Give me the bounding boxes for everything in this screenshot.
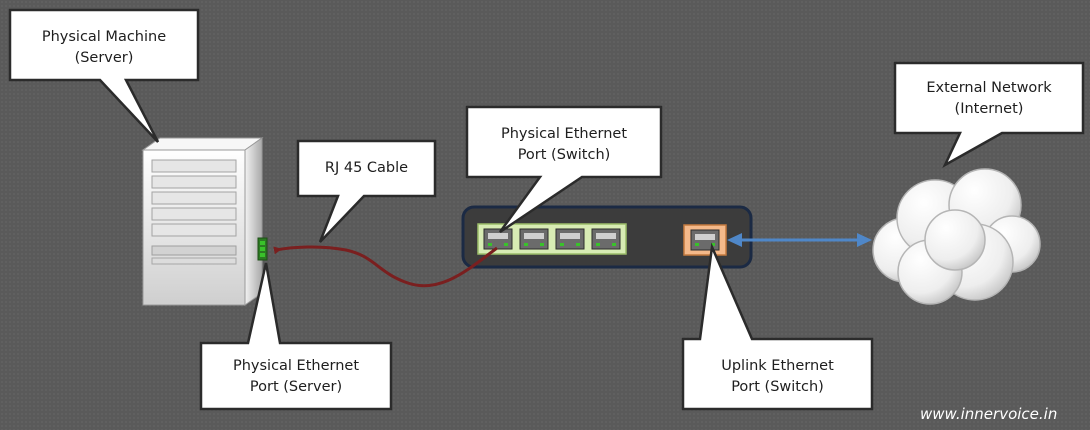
callout-server-port (199, 262, 393, 411)
server-ethernet-port[interactable] (257, 237, 268, 261)
label-uplink-port: Uplink Ethernet Port (Switch) (683, 356, 872, 398)
label-switch-ports-line2: Port (Switch) (517, 147, 611, 163)
rj45-cable-line (273, 245, 498, 288)
label-switch-ports-line1: Physical Ethernet (500, 126, 628, 142)
callout-external-network (893, 61, 1085, 168)
watermark-text: www.innervoice.in (920, 405, 1058, 423)
callout-switch-ports (465, 105, 663, 234)
internet-cloud-icon (872, 168, 1041, 305)
label-rj45-cable: RJ 45 Cable (298, 158, 435, 179)
callout-server-machine (8, 8, 200, 143)
switch-uplink-port[interactable] (683, 224, 727, 256)
label-external-network-line1: External Network (926, 80, 1052, 96)
server-drive-bays (151, 159, 237, 237)
label-uplink-port-line2: Port (Switch) (731, 379, 824, 395)
label-server-port-line1: Physical Ethernet (232, 358, 360, 374)
label-external-network: External Network (Internet) (895, 78, 1083, 120)
callout-rj45-cable (296, 139, 437, 243)
server-vent (151, 245, 237, 256)
label-switch-ports: Physical Ethernet Port (Switch) (467, 124, 661, 166)
server-icon (141, 137, 268, 306)
label-server-port: Physical Ethernet Port (Server) (201, 356, 391, 398)
label-physical-machine-line2: (Server) (74, 50, 134, 66)
uplink-connection-arrow (727, 233, 872, 247)
label-rj45-cable-line1: RJ 45 Cable (324, 160, 409, 176)
label-server-port-line2: Port (Server) (249, 379, 343, 395)
label-physical-machine: Physical Machine (Server) (10, 27, 198, 69)
label-uplink-port-line1: Uplink Ethernet (721, 358, 834, 374)
callout-uplink-port (681, 242, 874, 411)
label-physical-machine-line1: Physical Machine (41, 29, 167, 45)
switch-physical-ports[interactable] (477, 223, 627, 255)
switch-icon (461, 205, 753, 269)
label-external-network-line2: (Internet) (954, 101, 1024, 117)
